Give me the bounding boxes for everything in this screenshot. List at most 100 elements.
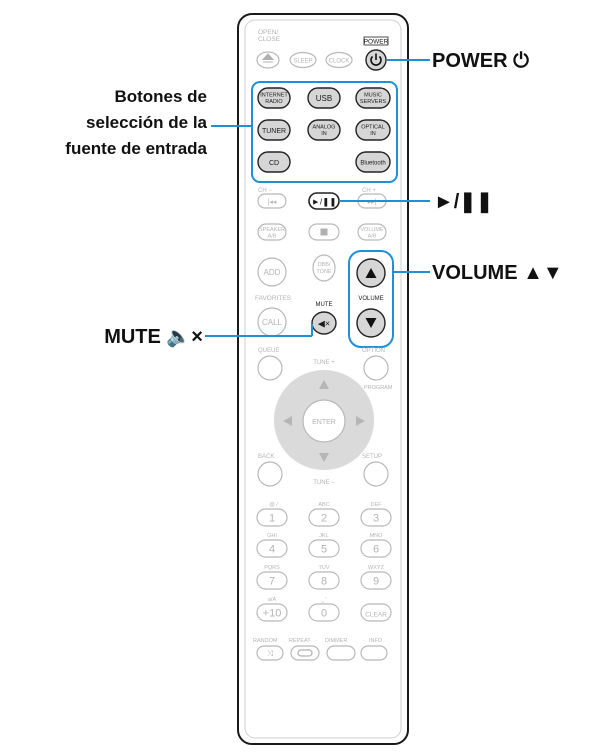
- dbb-tone-label: DBB/TONE: [316, 262, 332, 275]
- keypad-button-plus10[interactable]: [256, 603, 288, 622]
- nav-up-icon: [319, 380, 329, 389]
- keypad-button-9[interactable]: [360, 571, 392, 590]
- info-button[interactable]: [360, 645, 388, 661]
- keypad-sub-label: . @ /: [266, 502, 278, 508]
- enter-button[interactable]: [302, 399, 346, 443]
- back-button[interactable]: [257, 461, 283, 487]
- tune-minus-label: TUNE −: [313, 480, 335, 486]
- play-pause-callout: ►/❚❚: [434, 191, 493, 214]
- favorites-label: FAVORITES: [255, 295, 292, 302]
- keypad-label: +10: [263, 608, 282, 620]
- keypad-sub-label: DEF: [371, 502, 383, 508]
- enter-label: ENTER: [312, 419, 336, 426]
- volume-up-icon: [365, 268, 377, 278]
- keypad-sub-label: MNO: [370, 533, 384, 539]
- add-button[interactable]: [257, 257, 287, 287]
- keypad-button-2[interactable]: [308, 508, 340, 527]
- queue-button[interactable]: [257, 355, 283, 381]
- dimmer-button[interactable]: [326, 645, 356, 661]
- dbb-tone-button[interactable]: [312, 254, 336, 282]
- ch-plus-label: CH +: [362, 188, 376, 194]
- keypad-label: 2: [321, 513, 327, 525]
- keypad-label: 8: [321, 576, 327, 588]
- numeric-keypad: . @ /1ABC2DEF3GHI4JKL5MNO6PQRS7TUV8WXYZ9…: [256, 502, 392, 622]
- keypad-label: 1: [269, 513, 275, 525]
- nav-right-icon: [356, 416, 365, 426]
- music-servers-button[interactable]: [355, 87, 391, 109]
- keypad-sub-label: ⎵ ': [322, 597, 327, 603]
- play-pause-icon: ►/❚❚: [311, 197, 336, 208]
- keypad-button-1[interactable]: [256, 508, 288, 527]
- nav-down-icon: [319, 453, 329, 462]
- speaker-ab-button[interactable]: [257, 223, 287, 241]
- power-label: POWER: [364, 39, 389, 46]
- keypad-sub-label: ABC: [318, 502, 329, 508]
- ch-minus-label: CH −: [258, 188, 272, 194]
- option-label: OPTION: [362, 348, 385, 354]
- keypad-button-5[interactable]: [308, 539, 340, 558]
- volume-highlight: [348, 250, 394, 348]
- input-source-callout-line2: selección de la: [86, 113, 207, 132]
- mute-icon: ◀×: [318, 319, 330, 329]
- bluetooth-label: Bluetooth: [360, 161, 385, 167]
- input-source-callout-line1: Botones de: [114, 87, 207, 106]
- mute-button[interactable]: [311, 311, 337, 335]
- keypad-label: 4: [269, 544, 275, 556]
- previous-button[interactable]: [257, 193, 287, 209]
- keypad-button-6[interactable]: [360, 539, 392, 558]
- next-icon: ▸▸|: [368, 199, 377, 206]
- keypad-button-clear[interactable]: [360, 603, 392, 622]
- keypad-label: 7: [269, 576, 275, 588]
- cd-label: CD: [269, 160, 279, 167]
- power-callout: POWER ⏻: [432, 50, 529, 72]
- keypad-button-8[interactable]: [308, 571, 340, 590]
- bluetooth-button[interactable]: [355, 151, 391, 173]
- keypad-button-4[interactable]: [256, 539, 288, 558]
- keypad-sub-label: WXYZ: [368, 565, 385, 571]
- tune-plus-label: TUNE +: [313, 360, 335, 366]
- keypad-sub-label: a/A: [268, 597, 277, 603]
- keypad-label: 3: [373, 513, 379, 525]
- keypad-sub-label: TUV: [319, 565, 330, 571]
- usb-button[interactable]: [307, 87, 341, 109]
- clock-label: CLOCK: [329, 59, 350, 65]
- input-source-callout-line3: fuente de entrada: [65, 139, 207, 158]
- optical-in-button[interactable]: [355, 119, 391, 141]
- internet-radio-button[interactable]: [257, 87, 291, 109]
- option-button[interactable]: [363, 355, 389, 381]
- keypad-button-0[interactable]: [308, 603, 340, 622]
- sleep-button[interactable]: [289, 51, 317, 69]
- keypad-label: CLEAR: [365, 612, 387, 619]
- keypad-label: 6: [373, 544, 379, 556]
- dimmer-label: DIMMER: [325, 638, 347, 644]
- sleep-label: SLEEP: [293, 59, 312, 65]
- volume-label: VOLUME: [358, 296, 383, 302]
- eject-icon: [261, 53, 275, 63]
- remote-inner-outline: [244, 19, 402, 739]
- power-label-box: [363, 36, 389, 46]
- info-label: INFO: [369, 638, 383, 644]
- repeat-button[interactable]: [290, 645, 320, 661]
- call-label: CALL: [262, 318, 283, 327]
- cd-button[interactable]: [257, 151, 291, 173]
- keypad-sub-label: PQRS: [264, 565, 280, 571]
- keypad-button-3[interactable]: [360, 508, 392, 527]
- power-icon: [370, 55, 382, 66]
- random-label: RANDOM: [253, 638, 278, 644]
- volume-ab-button[interactable]: [357, 223, 387, 241]
- random-button[interactable]: [256, 645, 284, 661]
- analog-in-button[interactable]: [307, 119, 341, 141]
- keypad-button-7[interactable]: [256, 571, 288, 590]
- previous-icon: |◂◂: [268, 199, 277, 206]
- setup-button[interactable]: [363, 461, 389, 487]
- volume-callout: VOLUME ▲▼: [432, 262, 563, 284]
- stop-icon: [320, 228, 328, 236]
- tuner-button[interactable]: [257, 119, 291, 141]
- open-close-label: OPEN/CLOSE: [258, 29, 281, 43]
- clock-button[interactable]: [325, 51, 353, 69]
